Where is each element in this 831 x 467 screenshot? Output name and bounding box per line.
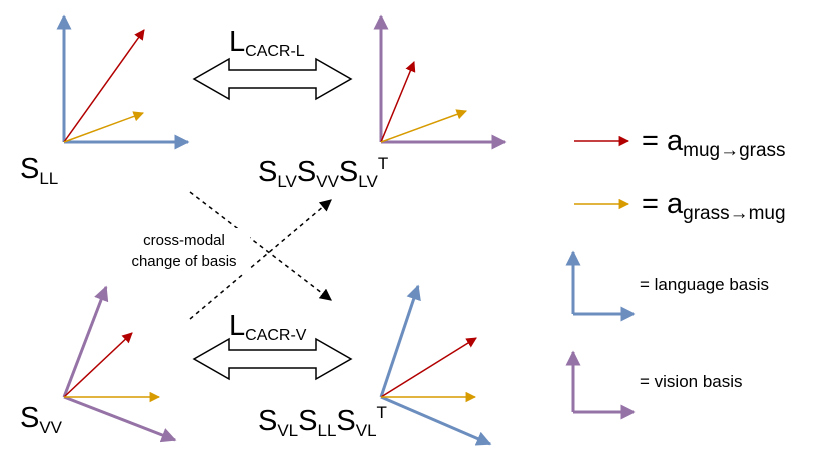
s-vv-label: SVV xyxy=(20,402,63,437)
legend-language-basis-icon xyxy=(565,250,636,322)
note-line-1: cross-modal xyxy=(143,232,225,249)
language-basis-y-arrow xyxy=(379,284,421,398)
mug-to-grass-arrow xyxy=(63,29,145,143)
note-background xyxy=(118,228,250,274)
cacr-l-double-arrow xyxy=(192,57,353,101)
mug-to-grass-arrow xyxy=(63,332,133,398)
legend-vision-basis-label: = vision basis xyxy=(640,372,743,391)
grass-to-mug-arrow xyxy=(380,109,467,143)
cacr-v-double-arrow xyxy=(192,337,353,381)
dashed-arrow-to-vl xyxy=(189,191,332,301)
legend-vision-basis-icon xyxy=(565,350,636,420)
s-lv-svv-slvt-label: SLVSVVSLVT xyxy=(258,154,389,191)
language-basis-x-arrow xyxy=(380,395,492,446)
vision-basis-y-arrow xyxy=(62,285,109,398)
cross-modal-note: cross-modal change of basis xyxy=(120,230,248,272)
mug-to-grass-arrow xyxy=(380,337,477,398)
legend-grass-to-mug-label: = agrass→mug xyxy=(642,188,786,224)
mug-to-grass-arrow xyxy=(380,61,416,143)
grass-to-mug-arrow xyxy=(63,111,144,143)
legend-language-basis-label: = language basis xyxy=(640,275,770,294)
s-ll-plot xyxy=(56,14,190,150)
s-vl-sll-svlt-label: SVLSLLSVLT xyxy=(258,403,387,440)
legend-mug-to-grass-label: = amug→grass xyxy=(642,125,786,161)
loss-cacr-v-label: LCACR-V xyxy=(229,310,307,344)
s-vv-plot xyxy=(62,285,177,443)
s-lv-svv-slvt-plot xyxy=(373,14,507,150)
s-vl-sll-svlt-plot xyxy=(379,284,492,446)
s-ll-label: SLL xyxy=(20,153,59,188)
loss-cacr-l-label: LCACR-L xyxy=(229,26,305,60)
note-line-2: change of basis xyxy=(131,253,237,270)
vision-basis-x-arrow xyxy=(63,395,177,443)
dashed-arrow-to-lv xyxy=(189,199,332,320)
